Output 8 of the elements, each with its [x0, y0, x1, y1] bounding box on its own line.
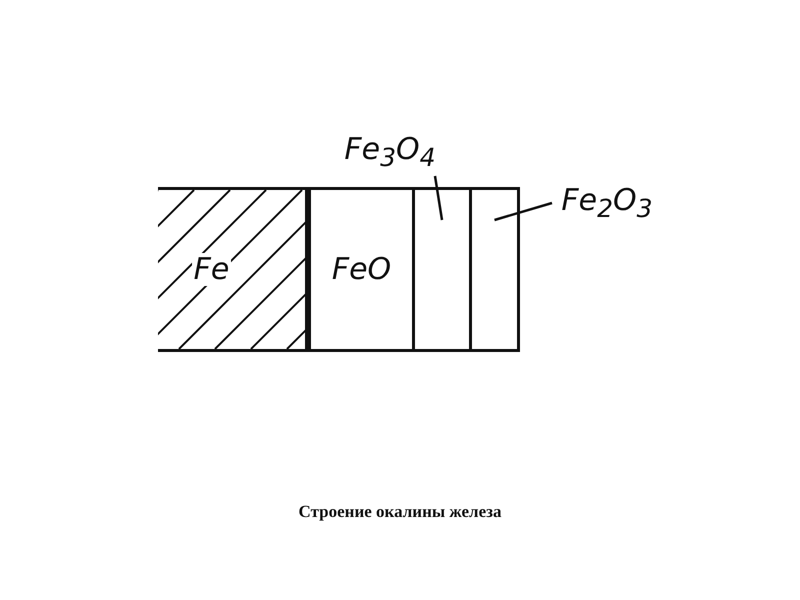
formula-text: Fe: [192, 253, 232, 286]
oxide-layer: [412, 187, 472, 352]
leader-line: [494, 202, 552, 222]
formula-text: Fe$_{2}$O$_{3}$: [560, 184, 654, 222]
formula-text: Fe$_{3}$O$_{4}$: [343, 132, 437, 172]
leader-line: [434, 176, 444, 220]
oxide-layer: [469, 187, 520, 352]
caption: Строение окалины железа: [298, 502, 502, 521]
